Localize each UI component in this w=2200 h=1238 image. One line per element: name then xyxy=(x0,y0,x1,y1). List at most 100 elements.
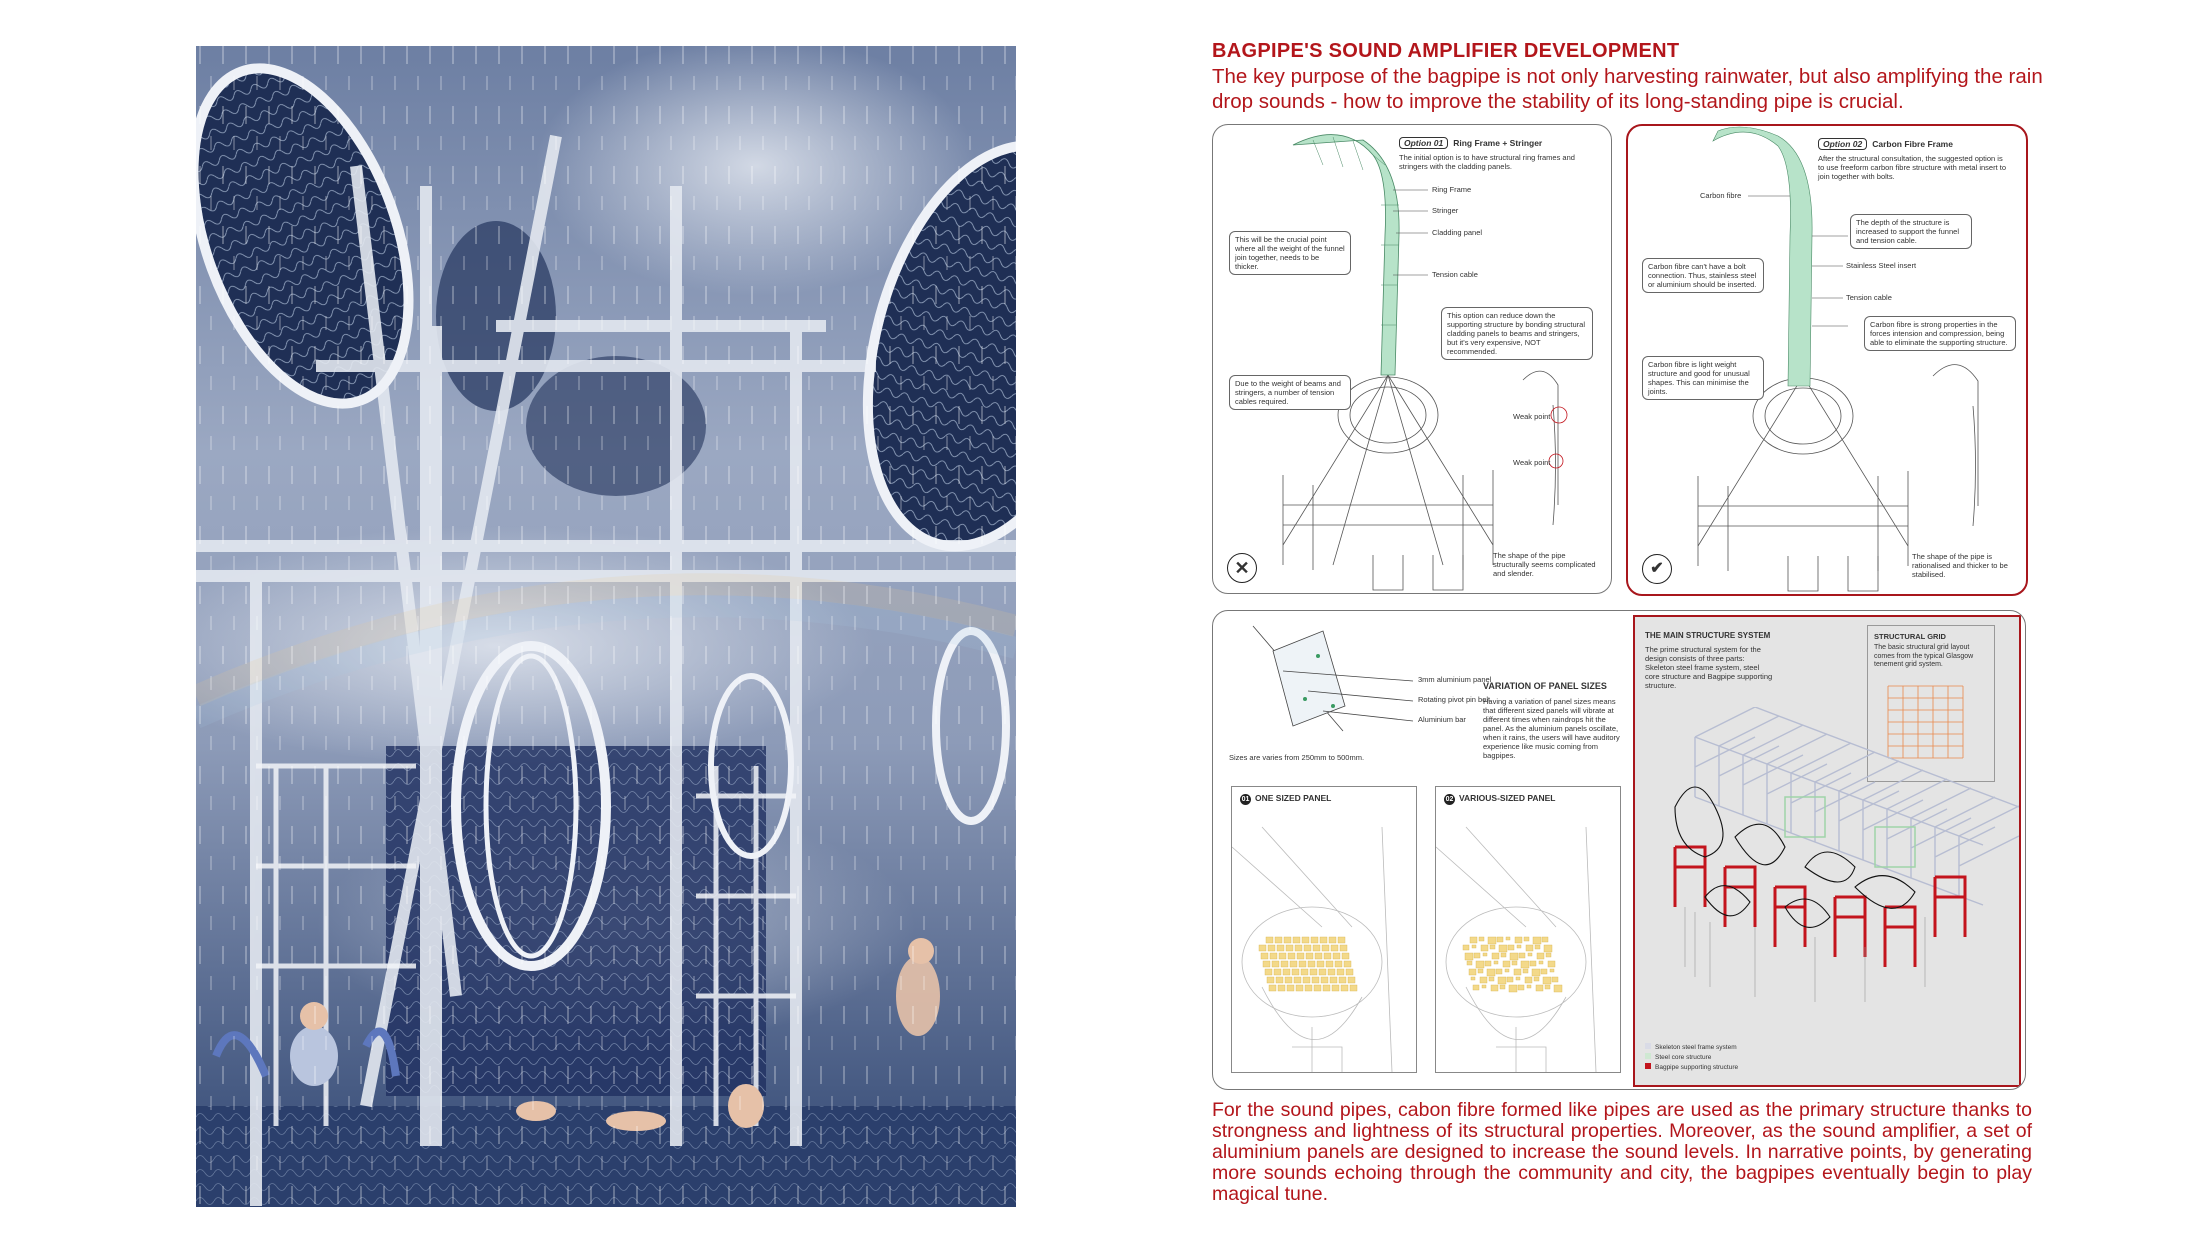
intro-paragraph: The key purpose of the bagpipe is not on… xyxy=(1212,65,2043,113)
panel-tile xyxy=(1268,984,1277,992)
panel-tile xyxy=(1301,936,1310,944)
panel-tile xyxy=(1347,976,1356,984)
panel-tile xyxy=(1305,952,1314,960)
panel-tile xyxy=(1524,976,1533,984)
panel-tile xyxy=(1544,984,1551,990)
panel-tile xyxy=(1321,944,1330,952)
panel-tile xyxy=(1472,984,1480,991)
panel-tile xyxy=(1341,952,1350,960)
skeleton-frame xyxy=(1862,769,1924,860)
panel-tile xyxy=(1466,960,1473,966)
one-sized-panel-number: 01 xyxy=(1240,794,1251,805)
label-tension-cable-2: Tension cable xyxy=(1846,293,1892,302)
legend-skeleton-label: Skeleton steel frame system xyxy=(1655,1044,1737,1051)
panel-tile xyxy=(1284,976,1293,984)
illustration-artwork xyxy=(196,46,1016,1207)
bagpipe-support-frame xyxy=(1723,865,1757,927)
label-aluminium-bar: Aluminium bar xyxy=(1418,715,1466,724)
panel-tile xyxy=(1265,936,1274,944)
panel-tile xyxy=(1276,944,1285,952)
panel-tile xyxy=(1481,984,1487,989)
panel-tile xyxy=(1296,952,1305,960)
panel-tile xyxy=(1330,944,1339,952)
panel-tile xyxy=(1518,952,1526,959)
panel-tile xyxy=(1496,936,1504,943)
panel-tile xyxy=(1505,936,1511,941)
aluminium-panel-detail xyxy=(1252,625,1414,732)
panel-tile xyxy=(1300,968,1309,976)
bagpipe-support-frame xyxy=(1883,905,1917,967)
label-weak-point-2: Weak point xyxy=(1513,458,1551,467)
panel-tile xyxy=(1499,984,1506,990)
panel-tile xyxy=(1302,976,1311,984)
panel-tile xyxy=(1332,952,1341,960)
panel-tile xyxy=(1487,936,1497,945)
panel-tile xyxy=(1275,976,1284,984)
panel-tile xyxy=(1325,960,1334,968)
panel-tile xyxy=(1479,976,1488,984)
panel-tile xyxy=(1338,976,1347,984)
panel-tile xyxy=(1495,968,1503,975)
legend-skeleton-swatch xyxy=(1645,1043,1651,1049)
callout-bolt-connection: Carbon fibre can't have a bolt connectio… xyxy=(1642,258,1764,293)
panel-tile xyxy=(1258,944,1267,952)
structural-grid-title: STRUCTURAL GRID xyxy=(1874,632,1946,641)
panel-tile xyxy=(1527,952,1533,957)
panel-tile xyxy=(1336,968,1345,976)
legend-core: Steel core structure xyxy=(1645,1053,1738,1063)
panel-tile xyxy=(1502,960,1511,968)
panel-tile xyxy=(1468,968,1477,976)
panel-tile xyxy=(1462,944,1470,951)
label-stainless-steel-insert: Stainless Steel insert xyxy=(1846,261,1917,270)
panel-tile xyxy=(1264,968,1273,976)
skeleton-frame xyxy=(1838,760,1900,851)
panel-tile xyxy=(1480,944,1489,952)
panel-tile xyxy=(1322,984,1331,992)
panel-tile xyxy=(1295,984,1304,992)
panel-tile xyxy=(1533,976,1540,982)
panel-tile xyxy=(1498,944,1508,953)
panel-tile xyxy=(1488,976,1495,982)
panel-tile xyxy=(1316,960,1325,968)
panel-tile xyxy=(1267,944,1276,952)
panel-tile xyxy=(1473,952,1481,959)
callout-expensive-option: This option can reduce down the supporti… xyxy=(1441,307,1593,360)
panel-tile xyxy=(1471,944,1477,949)
structure-axonometric xyxy=(1673,707,2019,1002)
legend-bagpipe: Bagpipe supporting structure xyxy=(1645,1063,1738,1073)
label-weak-point-1: Weak point xyxy=(1513,412,1551,421)
structural-grid-drawing xyxy=(1887,685,1964,759)
option-01-description: The initial option is to have structural… xyxy=(1399,153,1575,171)
bagpipe-support-frame xyxy=(1773,885,1807,947)
panel-tile xyxy=(1500,952,1507,958)
option-02-name: Carbon Fibre Frame xyxy=(1872,139,1953,149)
panel-tile xyxy=(1319,936,1328,944)
label-aluminium-panel: 3mm aluminium panel xyxy=(1418,675,1492,684)
panel-tile xyxy=(1293,976,1302,984)
panel-tile xyxy=(1323,952,1332,960)
panel-tile xyxy=(1345,968,1354,976)
panel-tile xyxy=(1334,960,1343,968)
panel-tile xyxy=(1320,976,1329,984)
panel-tile xyxy=(1508,984,1518,993)
panel-tile xyxy=(1514,936,1523,944)
panel-tile xyxy=(1291,968,1300,976)
various-sized-panel-drawing xyxy=(1436,826,1597,1072)
label-pivot-bolt: Rotating pivot pin bolt xyxy=(1418,695,1491,704)
panel-tile xyxy=(1482,952,1488,957)
structure-legend: Skeleton steel frame system Steel core s… xyxy=(1645,1043,1738,1073)
closing-paragraph: For the sound pipes, cabon fibre formed … xyxy=(1212,1099,2032,1205)
panel-tile xyxy=(1477,968,1484,974)
panel-tile xyxy=(1303,944,1312,952)
rain-illustration xyxy=(196,46,1016,1207)
panel-tile xyxy=(1278,952,1287,960)
panel-tile xyxy=(1337,936,1346,944)
panel-tile xyxy=(1294,944,1303,952)
panel-tile xyxy=(1513,968,1522,976)
callout-crucial-point: This will be the crucial point where all… xyxy=(1229,231,1351,275)
legend-core-swatch xyxy=(1645,1053,1651,1059)
panel-tile xyxy=(1529,960,1537,967)
panel-tile xyxy=(1504,968,1510,973)
